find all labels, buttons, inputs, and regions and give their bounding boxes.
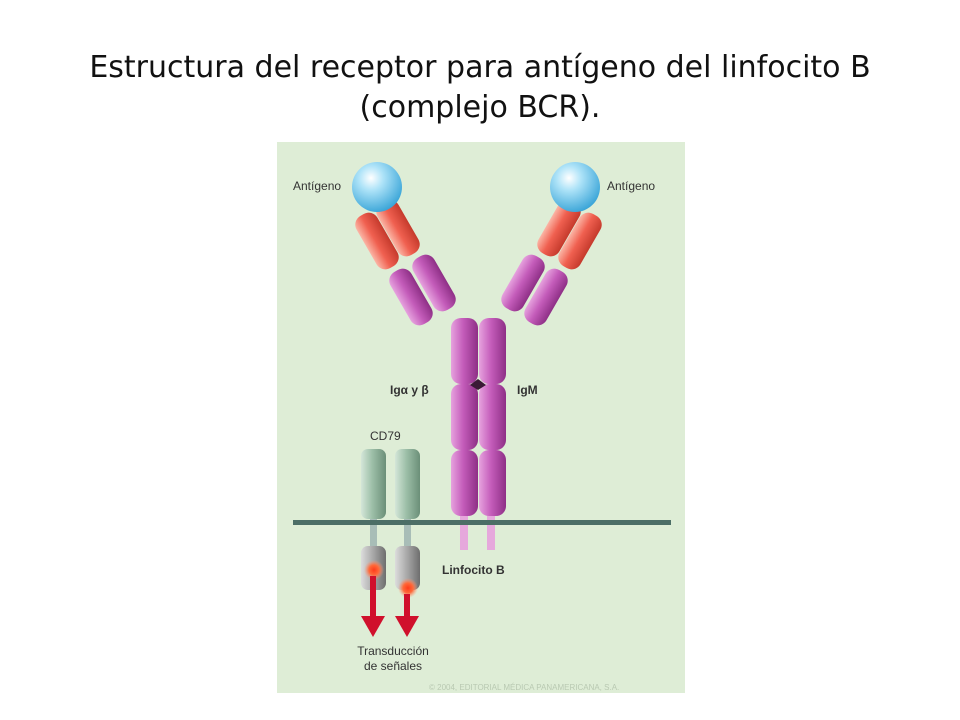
label-cd79: CD79 [370,429,401,443]
igm-tail-right [487,516,495,550]
disulfide-bond-icon [470,379,486,390]
left-fab-arm [355,199,456,326]
label-ig-alpha-beta: Igα y β [390,383,429,397]
label-antigen-right: Antígeno [607,179,655,193]
bcr-diagram: Antígeno Antígeno Igα y β IgM CD79 Linfo… [277,142,685,693]
label-igm: IgM [517,383,538,397]
slide-title: Estructura del receptor para antígeno de… [40,48,920,128]
label-b-cell: Linfocito B [442,563,505,577]
title-line-2: (complejo BCR). [359,90,601,125]
label-signal-line-2: de señales [364,659,422,673]
label-signal-line-1: Transducción [357,644,429,658]
title-line-1: Estructura del receptor para antígeno de… [89,50,871,85]
cd79-cytoplasmic [361,546,420,598]
cell-membrane [293,520,671,525]
right-fab-arm [501,199,602,326]
label-antigen-left: Antígeno [293,179,341,193]
cd79-extracellular [361,449,420,549]
copyright-notice: © 2004, EDITORIAL MÉDICA PANAMERICANA, S… [429,683,619,692]
igm-heavy-chains [451,318,506,516]
igm-tail-left [460,516,468,550]
antigen-right-sphere [550,162,600,212]
antigen-left-sphere [352,162,402,212]
signal-arrow-icon [361,576,419,637]
